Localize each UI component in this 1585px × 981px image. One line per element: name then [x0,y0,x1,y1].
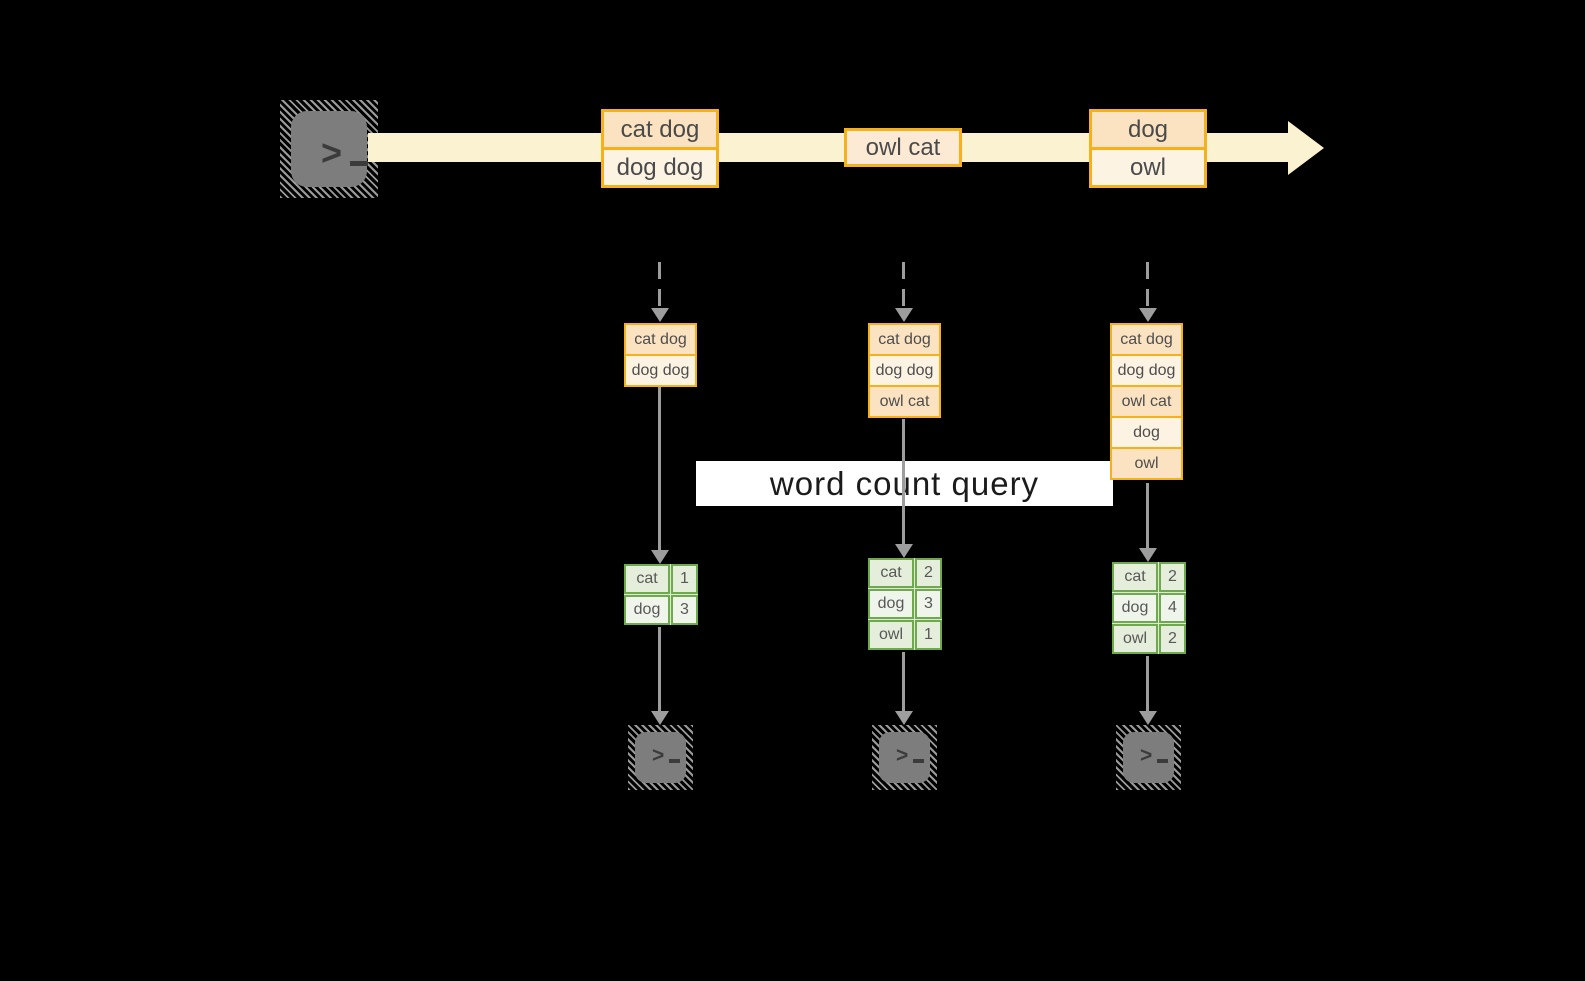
dashed-arrow [658,262,661,308]
stream-record: cat dog dog dog [601,109,719,188]
state-buffer: cat dog dog dog owl cat dog owl [1110,323,1183,480]
state-row: cat dog [1112,325,1181,354]
source-terminal-icon: > [280,100,378,198]
sink-terminal-icon: > [872,725,937,790]
flow-arrow [902,419,905,544]
result-cell-count: 3 [915,589,942,619]
result-cell-count: 1 [915,620,942,650]
terminal-screen: > [1123,732,1174,783]
state-row: dog dog [626,354,695,385]
prompt-chevron: > [652,744,665,767]
result-cell-count: 2 [1159,562,1186,592]
terminal-prompt-icon: > [896,744,925,767]
terminal-screen: > [635,732,686,783]
dashed-arrow [902,262,905,308]
dashed-arrow-head-icon [895,308,913,322]
record-row: cat dog [604,112,716,147]
flow-arrow [902,652,905,711]
sink-terminal-icon: > [628,725,693,790]
result-cell-count: 3 [671,595,698,625]
record-row: owl [1092,147,1204,185]
flow-arrow [658,387,661,550]
state-buffer: cat dog dog dog owl cat [868,323,941,418]
flow-arrow [1146,656,1149,711]
stream-record: owl cat [844,128,962,167]
prompt-chevron: > [321,132,343,173]
result-table: cat 2 dog 3 owl 1 [868,558,942,650]
result-cell-word: dog [868,589,914,619]
state-row: dog [1112,416,1181,447]
result-table: cat 2 dog 4 owl 2 [1112,562,1186,654]
terminal-prompt-icon: > [1140,744,1169,767]
state-row: owl cat [1112,385,1181,416]
dashed-arrow [1146,262,1149,308]
flow-arrow-head-icon [1139,548,1157,562]
stream-record: dog owl [1089,109,1207,188]
terminal-prompt-icon: > [321,132,369,173]
prompt-underscore [669,759,681,763]
flow-arrow-head-icon [895,711,913,725]
result-table: cat 1 dog 3 [624,564,698,625]
result-cell-word: cat [624,564,670,594]
flow-arrow [658,627,661,711]
record-row: dog dog [604,147,716,185]
state-row: owl [1112,447,1181,478]
flow-arrow-head-icon [651,711,669,725]
flow-arrow [1146,483,1149,548]
result-cell-word: dog [1112,593,1158,623]
terminal-prompt-icon: > [652,744,681,767]
flow-arrow-head-icon [1139,711,1157,725]
record-row: dog [1092,112,1204,147]
result-cell-word: owl [868,620,914,650]
stream-arrow-head [1288,121,1324,175]
prompt-chevron: > [896,744,909,767]
result-cell-word: cat [1112,562,1158,592]
result-cell-word: owl [1112,624,1158,654]
result-cell-count: 4 [1159,593,1186,623]
terminal-screen: > [879,732,930,783]
state-row: cat dog [626,325,695,354]
result-cell-count: 1 [671,564,698,594]
dashed-arrow-head-icon [1139,308,1157,322]
flow-arrow-head-icon [895,544,913,558]
flow-arrow-head-icon [651,550,669,564]
terminal-screen: > [291,111,369,187]
sink-terminal-icon: > [1116,725,1181,790]
prompt-underscore [350,161,369,166]
state-row: owl cat [870,385,939,416]
record-row: owl cat [847,131,959,164]
prompt-underscore [913,759,925,763]
dashed-arrow-head-icon [651,308,669,322]
state-row: cat dog [870,325,939,354]
prompt-underscore [1157,759,1169,763]
result-cell-word: dog [624,595,670,625]
result-cell-count: 2 [915,558,942,588]
state-row: dog dog [870,354,939,385]
state-row: dog dog [1112,354,1181,385]
result-cell-word: cat [868,558,914,588]
prompt-chevron: > [1140,744,1153,767]
result-cell-count: 2 [1159,624,1186,654]
state-buffer: cat dog dog dog [624,323,697,387]
